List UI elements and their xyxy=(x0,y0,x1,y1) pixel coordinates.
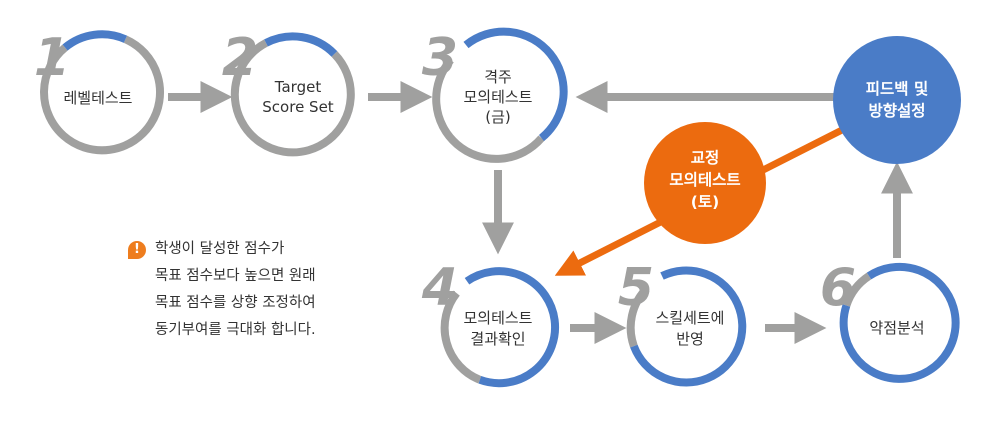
step-5-ring-blue xyxy=(630,266,747,387)
step-4-number: 4 xyxy=(421,258,458,318)
correction-label-line-3: (토) xyxy=(691,193,719,211)
connector-arrows xyxy=(168,81,913,344)
note-line-1: 학생이 달성한 점수가 xyxy=(155,241,285,257)
step-5-label-line-2: 반영 xyxy=(676,330,704,348)
note-box: ! 학생이 달성한 점수가 목표 점수보다 높으면 원래 목표 점수를 상향 조… xyxy=(128,236,368,344)
step-2-label-line-2: Score Set xyxy=(262,98,334,116)
step-2: 2 Target Score Set xyxy=(222,28,355,157)
correction-node: 교정 모의테스트 (토) xyxy=(644,122,766,244)
step-3-label-line-2: 모의테스트 xyxy=(463,88,532,106)
exclamation-icon: ! xyxy=(128,241,146,259)
step-5-ring-gray xyxy=(626,285,650,348)
step-6-ring-gray xyxy=(842,272,872,307)
step-2-ring-blue xyxy=(264,32,338,57)
step-6: 6 약점분석 xyxy=(820,258,960,383)
step-1-label-line-1: 레벨테스트 xyxy=(63,89,132,107)
step-5-number: 5 xyxy=(618,258,654,318)
step-2-ring-gray xyxy=(230,39,355,157)
note-line-3: 목표 점수를 상향 조정하여 xyxy=(155,295,316,311)
step-3-label-line-3: (금) xyxy=(485,108,511,126)
feedback-node: 피드백 및 방향설정 xyxy=(833,36,961,164)
step-3-number: 3 xyxy=(422,28,458,88)
step-3-label-line-1: 격주 xyxy=(484,68,512,86)
step-3: 3 격주 모의테스트 (금) xyxy=(422,27,568,163)
step-6-number: 6 xyxy=(820,258,856,318)
step-4-label-line-1: 모의테스트 xyxy=(463,309,532,327)
step-5-label-line-1: 스킬세트에 xyxy=(655,309,724,327)
step-4-ring-gray xyxy=(440,290,482,384)
step-5: 5 스킬세트에 반영 xyxy=(618,258,747,387)
correction-label-line-1: 교정 xyxy=(691,149,720,167)
step-1-number: 1 xyxy=(34,28,70,88)
step-4-ring-blue xyxy=(464,267,560,388)
step-2-label-line-1: Target xyxy=(274,78,322,96)
correction-label-line-2: 모의테스트 xyxy=(669,171,740,189)
step-1-ring-gray xyxy=(40,35,164,155)
feedback-circle xyxy=(833,36,961,164)
step-6-label-line-1: 약점분석 xyxy=(869,319,924,337)
step-3-ring-blue xyxy=(463,27,568,142)
note-line-4: 동기부여를 극대화 합니다. xyxy=(155,322,316,338)
correction-circle xyxy=(644,122,766,244)
note-line-2: 목표 점수보다 높으면 원래 xyxy=(155,268,316,284)
step-6-ring-blue xyxy=(839,262,960,383)
step-2-number: 2 xyxy=(222,28,258,88)
step-1-ring-blue xyxy=(62,30,128,51)
step-3-ring-gray xyxy=(432,57,545,163)
feedback-label-line-1: 피드백 및 xyxy=(866,79,928,98)
step-4-label-line-2: 결과확인 xyxy=(470,330,525,348)
step-1: 1 레벨테스트 xyxy=(34,28,164,155)
feedback-label-line-2: 방향설정 xyxy=(868,101,925,120)
step-4: 4 모의테스트 결과확인 xyxy=(421,258,560,388)
